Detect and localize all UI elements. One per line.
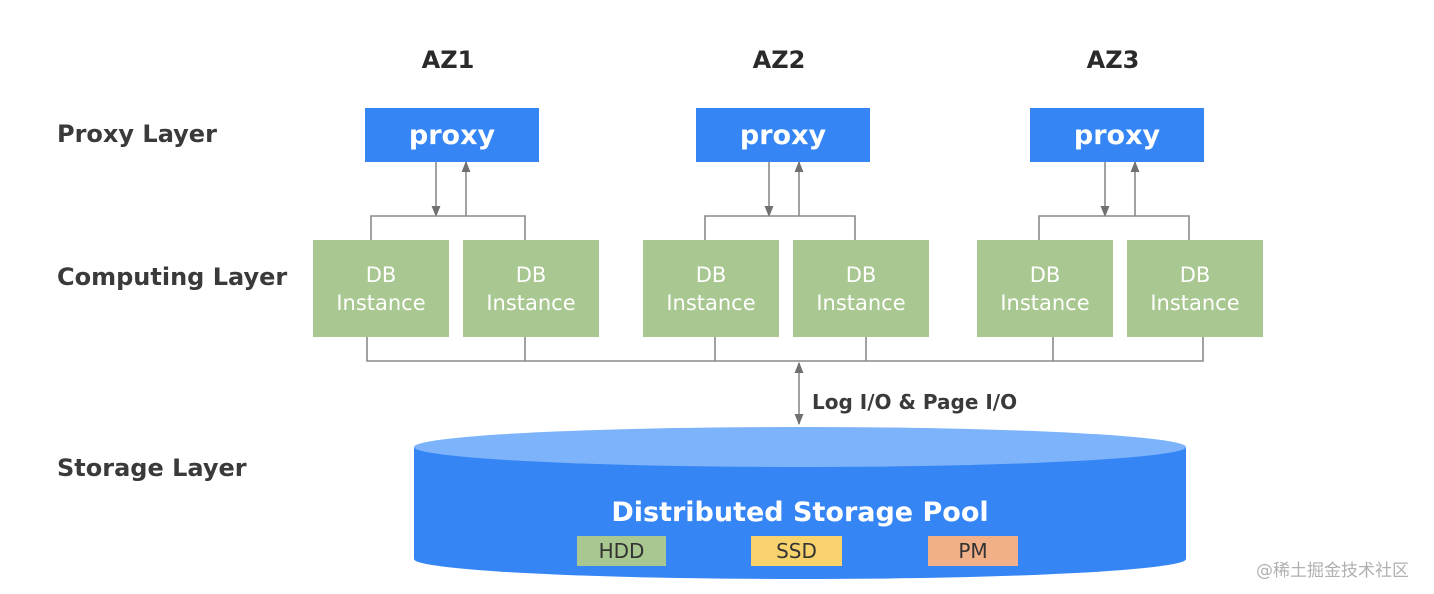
db-instance-line1: DB	[1029, 262, 1061, 287]
db-instance-line2: Instance	[486, 290, 576, 315]
watermark: @稀土掘金技术社区	[1256, 561, 1409, 581]
az3-proxy-box: proxy	[1030, 108, 1204, 162]
pm-badge: PM	[928, 536, 1018, 566]
az2-label: AZ2	[752, 46, 806, 74]
az1-bracket	[370, 215, 526, 240]
az2-db-instance-2: DB Instance	[793, 240, 929, 337]
az1-db-instance-1: DB Instance	[313, 240, 449, 337]
computing-layer-label: Computing Layer	[57, 263, 288, 291]
ssd-badge: SSD	[751, 536, 842, 566]
az1-label: AZ1	[421, 46, 475, 74]
storage-layer-label: Storage Layer	[57, 454, 247, 482]
db-instance-line1: DB	[845, 262, 877, 287]
db-instance-line1: DB	[515, 262, 547, 287]
db-instance-line1: DB	[1179, 262, 1211, 287]
proxy-layer-label: Proxy Layer	[57, 120, 217, 148]
io-label: Log I/O & Page I/O	[812, 390, 1018, 414]
db-instance-line2: Instance	[666, 290, 756, 315]
az1-proxy-box: proxy	[365, 108, 539, 162]
az2-proxy-box: proxy	[696, 108, 870, 162]
storage-pool-title: Distributed Storage Pool	[611, 497, 989, 528]
db-instance-line2: Instance	[816, 290, 906, 315]
az2-db-instance-1: DB Instance	[643, 240, 779, 337]
az1-db-instance-2: DB Instance	[463, 240, 599, 337]
db-instance-line1: DB	[365, 262, 397, 287]
hdd-badge: HDD	[577, 536, 666, 566]
db-instance-line2: Instance	[1000, 290, 1090, 315]
bottom-bus	[366, 337, 1204, 362]
db-instance-line2: Instance	[1150, 290, 1240, 315]
db-instance-line1: DB	[695, 262, 727, 287]
az3-label: AZ3	[1086, 46, 1140, 74]
az3-bracket	[1038, 215, 1190, 240]
db-instance-line2: Instance	[336, 290, 426, 315]
az3-db-instance-1: DB Instance	[977, 240, 1113, 337]
az2-bracket	[704, 215, 856, 240]
az3-db-instance-2: DB Instance	[1127, 240, 1263, 337]
